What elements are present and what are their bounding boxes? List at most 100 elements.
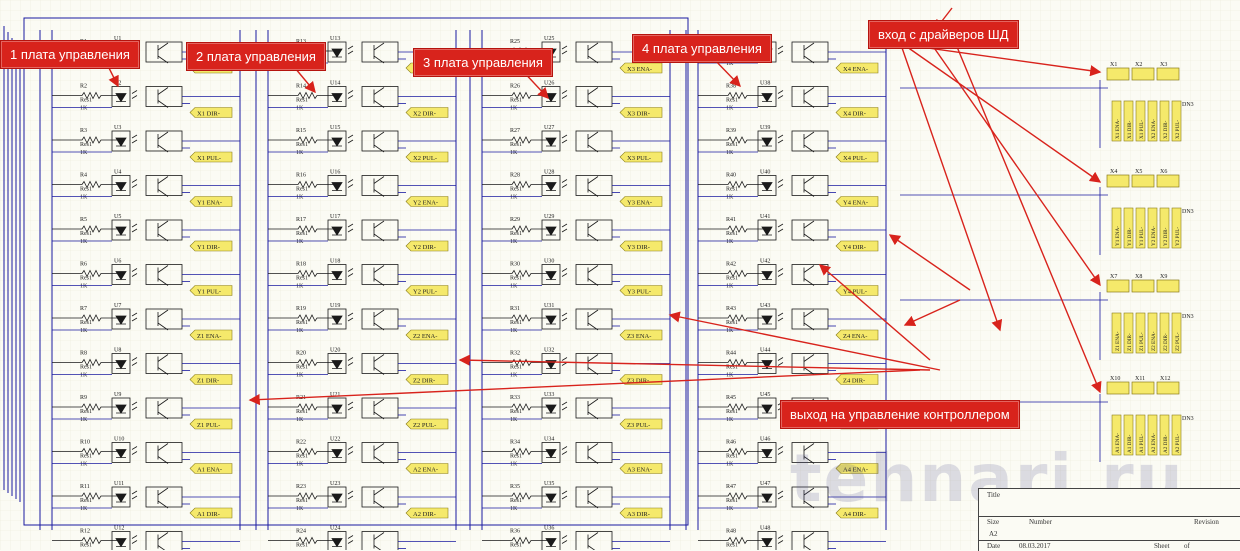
optocoupler-designator: U16	[330, 170, 340, 176]
light-emission-icon	[777, 446, 784, 455]
connector-designator: X5	[1135, 169, 1142, 175]
optocoupler-led-box	[111, 353, 131, 374]
connector-pin-tag	[1147, 312, 1158, 354]
net-label-tag	[835, 329, 879, 341]
phototransistor-icon	[803, 265, 815, 286]
net-label-tag	[405, 463, 449, 474]
net-label-text: A3 ENA-	[627, 467, 652, 474]
connector-designator: X8	[1135, 274, 1142, 280]
phototransistor-icon	[587, 131, 599, 153]
resistor-type: Res1	[80, 454, 92, 460]
net-label-text: A4 ENA-	[843, 467, 868, 474]
led-diode-icon	[545, 226, 557, 236]
net-label-tag	[405, 240, 449, 252]
optocoupler-led-box	[111, 219, 131, 241]
connector-pin-tag	[1171, 414, 1182, 456]
optocoupler-led-box	[327, 397, 347, 419]
light-emission-icon	[131, 268, 138, 277]
resistor-designator: R10	[80, 440, 90, 446]
net-label-tag	[619, 240, 663, 252]
resistor-designator: R4	[80, 173, 87, 179]
light-emission-icon	[777, 223, 784, 233]
phototransistor-icon	[373, 354, 385, 375]
red-annotation-arrow	[458, 354, 931, 371]
light-emission-icon	[561, 179, 568, 188]
led-diode-icon	[331, 404, 343, 414]
resistor-designator: R44	[726, 351, 736, 357]
resistor-designator: R46	[726, 440, 736, 446]
size-value: A2	[989, 530, 998, 538]
resistor-symbol	[268, 269, 334, 278]
led-diode-icon	[761, 271, 773, 281]
connector-pin-label: Z1 DIR-	[1127, 333, 1133, 351]
optocoupler-designator: U18	[330, 259, 340, 265]
resistor-value: 1K	[80, 106, 88, 112]
resistor-type: Res1	[726, 498, 738, 504]
resistor-symbol	[698, 269, 764, 278]
optocoupler-led-box	[541, 531, 561, 550]
resistor-symbol	[52, 536, 118, 545]
optocoupler-designator: U32	[544, 348, 554, 354]
resistor-value: 1K	[510, 195, 518, 201]
optocoupler-led-box	[327, 442, 347, 463]
resistor-symbol	[698, 492, 764, 500]
title-block: Title Size Number Revision A2 Date 08.03…	[978, 488, 1240, 551]
resistor-value: 1K	[80, 506, 88, 512]
light-emission-icon	[561, 268, 568, 277]
red-annotation-arrow	[899, 41, 1102, 183]
net-label-tag	[405, 329, 449, 341]
optocoupler-led-box	[111, 86, 131, 107]
phototransistor-icon	[587, 265, 599, 286]
optocoupler-led-box	[757, 86, 777, 107]
optocoupler-led-box	[327, 130, 347, 152]
net-label-text: A4 DIR-	[843, 511, 866, 518]
connector-pin-label: A2 ENA-	[1151, 433, 1157, 453]
connector-header	[1156, 67, 1180, 81]
net-label-text: Y2 DIR-	[413, 244, 436, 251]
led-diode-icon	[761, 93, 773, 103]
resistor-symbol	[52, 403, 118, 411]
resistor-designator: R27	[510, 128, 520, 134]
connector-pin-tag	[1171, 207, 1182, 249]
connector-pin-tag	[1135, 414, 1146, 456]
resistor-type: Res1	[510, 365, 522, 371]
net-label-text: X2 DIR-	[413, 111, 436, 118]
phototransistor-icon	[803, 309, 815, 331]
optocoupler-led-box	[757, 397, 777, 419]
net-label-tag	[405, 196, 449, 207]
net-label-text: A3 DIR-	[627, 511, 650, 518]
phototransistor-icon	[157, 131, 169, 153]
led-diode-icon	[331, 538, 343, 548]
connector-pin-label: X2 ENA-	[1151, 119, 1157, 139]
net-label-tag	[405, 374, 449, 385]
connector-designator: X6	[1160, 169, 1167, 175]
connector-pin-tag	[1111, 312, 1122, 354]
resistor-designator: R38	[726, 84, 736, 90]
optocoupler-designator: U26	[544, 81, 554, 87]
led-diode-icon	[761, 538, 773, 548]
resistor-type: Res1	[296, 142, 308, 148]
connector-pin-label: A1 PUL-	[1139, 434, 1145, 453]
net-label-tag	[835, 507, 879, 519]
resistor-value: 1K	[296, 328, 304, 334]
light-emission-icon	[561, 535, 568, 544]
connector-pin-tag	[1171, 100, 1182, 142]
net-label-tag	[619, 107, 663, 118]
phototransistor-icon	[803, 354, 815, 375]
optocoupler-designator: U25	[544, 36, 554, 42]
connector-header	[1156, 381, 1180, 395]
connector-tag: DN3	[1182, 102, 1194, 108]
resistor-type: Res1	[510, 409, 522, 415]
resistor-symbol	[482, 447, 548, 456]
led-diode-icon	[761, 493, 773, 503]
led-diode-icon	[761, 404, 773, 414]
resistor-designator: R30	[510, 262, 520, 268]
optocoupler-designator: U23	[330, 481, 340, 487]
resistor-designator: R43	[726, 306, 736, 312]
optocoupler-designator: U24	[330, 526, 340, 532]
resistor-symbol	[698, 314, 764, 322]
phototransistor-icon	[373, 87, 385, 108]
optocoupler-designator: U44	[760, 348, 770, 354]
optocoupler-designator: U22	[330, 437, 340, 443]
